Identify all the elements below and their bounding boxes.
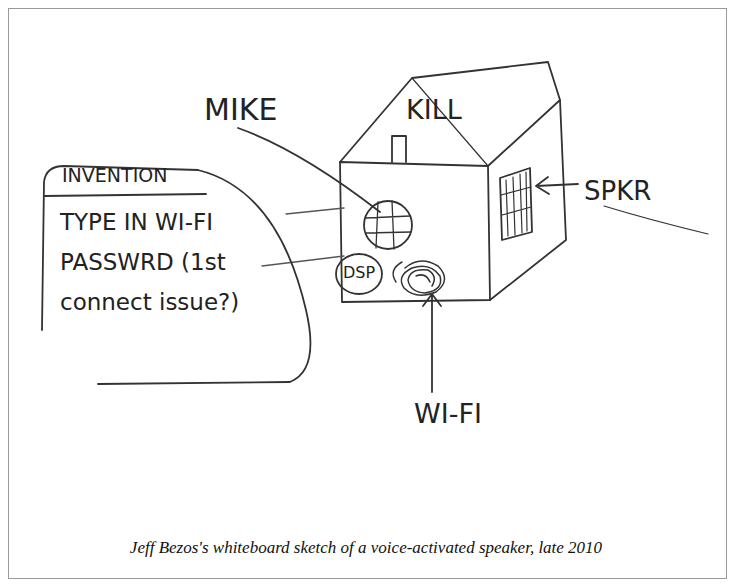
kill-switch <box>392 136 406 162</box>
grill-lines <box>501 172 531 236</box>
callout-body: TYPE IN WI-FI PASSWRD (1st connect issue… <box>60 202 260 322</box>
outline-shape <box>42 166 310 384</box>
caption: Jeff Bezos's whiteboard sketch of a voic… <box>0 538 732 558</box>
spkr-tail <box>604 206 708 234</box>
callout-box: INVENTION TYPE IN WI-FI PASSWRD (1st conn… <box>38 160 323 390</box>
part-label: MIKE <box>204 92 277 127</box>
wifi-scribble <box>393 261 444 295</box>
part-label: KILL <box>406 94 462 125</box>
speaker-grill <box>500 168 532 240</box>
chip-circle: DSP <box>334 252 384 296</box>
part-label: SPKR <box>584 176 651 206</box>
frame <box>9 9 727 579</box>
mic-circle <box>364 201 412 249</box>
side-face <box>488 100 566 300</box>
spkr-arrow <box>536 177 578 194</box>
callout-heading: INVENTION <box>62 164 167 186</box>
chip-label: DSP <box>334 263 384 282</box>
part-label: WI-FI <box>414 398 482 429</box>
wifi-arrow <box>423 294 441 392</box>
callout-lines <box>262 208 344 266</box>
mike-leader <box>238 128 380 212</box>
lid <box>340 62 560 162</box>
mic-grid <box>366 201 411 249</box>
